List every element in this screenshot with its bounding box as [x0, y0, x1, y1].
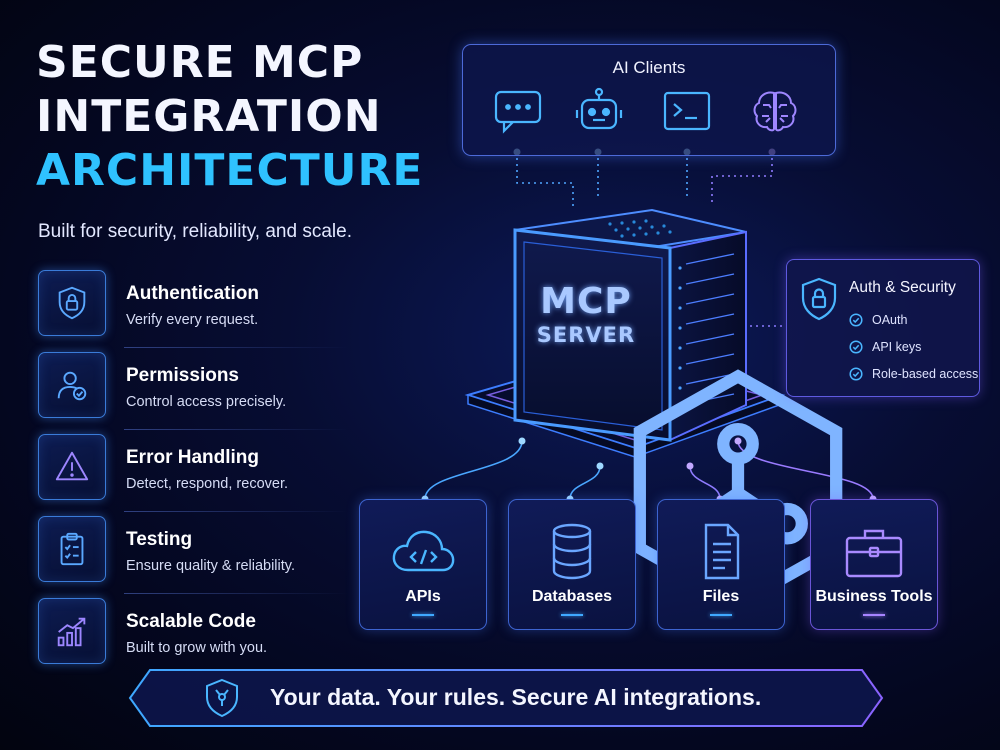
feature-title: Permissions: [126, 365, 239, 386]
title-line-2: INTEGRATION: [36, 91, 382, 142]
feature-authentication: Authentication Verify every request.: [38, 270, 348, 352]
shield-lock-icon: [38, 270, 106, 336]
accent-underline: [863, 614, 885, 616]
resource-databases: Databases: [508, 499, 636, 630]
divider: [124, 511, 348, 512]
feature-desc: Verify every request.: [126, 312, 259, 328]
feature-permissions: Permissions Control access precisely.: [38, 352, 348, 434]
auth-item-label: API keys: [872, 340, 922, 354]
document-icon: [704, 523, 740, 580]
divider: [124, 593, 348, 594]
tagline-banner: Your data. Your rules. Secure AI integra…: [128, 668, 884, 728]
page-title: SECURE MCP INTEGRATION ARCHITECTURE: [36, 36, 446, 198]
feature-title: Scalable Code: [126, 611, 256, 632]
resource-label: Files: [702, 588, 740, 605]
chat-bubble-icon: [494, 90, 542, 134]
ai-clients-panel: AI Clients: [462, 44, 836, 156]
check-circle-icon: [849, 340, 863, 354]
feature-scalable-code: Scalable Code Built to grow with you.: [38, 598, 338, 680]
accent-underline: [412, 614, 434, 616]
accent-underline: [561, 614, 583, 616]
server-label-line-2: SERVER: [536, 323, 636, 347]
feature-title: Error Handling: [126, 447, 260, 468]
resource-business-tools: Business Tools: [810, 499, 938, 630]
auth-title: Auth & Security: [849, 279, 956, 296]
feature-desc: Ensure quality & reliability.: [126, 558, 295, 574]
shield-lock-icon: [801, 277, 837, 321]
resource-files: Files: [657, 499, 785, 630]
cloud-code-icon: [392, 530, 455, 572]
mcp-server: MCP SERVER: [440, 190, 843, 611]
briefcase-icon: [845, 529, 903, 578]
resource-label: Databases: [531, 588, 613, 605]
shield-node-icon: [206, 678, 238, 718]
growth-chart-icon: [38, 598, 106, 664]
feature-desc: Detect, respond, recover.: [126, 476, 288, 492]
database-icon: [552, 523, 592, 580]
feature-title: Testing: [126, 529, 193, 550]
feature-list: Authentication Verify every request. Per…: [38, 270, 348, 680]
terminal-icon: [663, 91, 711, 131]
auth-item-label: OAuth: [872, 313, 908, 327]
title-line-1: SECURE MCP: [36, 37, 364, 88]
feature-desc: Control access precisely.: [126, 394, 287, 410]
robot-icon: [575, 87, 623, 130]
ai-clients-title: AI Clients: [612, 58, 686, 77]
server-label-line-1: MCP: [540, 281, 632, 322]
title-line-3: ARCHITECTURE: [36, 145, 424, 196]
check-circle-icon: [849, 313, 863, 327]
feature-error-handling: Error Handling Detect, respond, recover.: [38, 434, 348, 516]
banner-text: Your data. Your rules. Secure AI integra…: [270, 684, 762, 710]
divider: [124, 429, 348, 430]
feature-testing: Testing Ensure quality & reliability.: [38, 516, 348, 598]
auth-security-panel: Auth & Security OAuth API keys Role-base…: [786, 259, 980, 397]
auth-item-api-keys: API keys: [849, 340, 921, 354]
resource-label: APIs: [405, 588, 441, 605]
user-check-icon: [38, 352, 106, 418]
accent-underline: [710, 614, 732, 616]
subtitle: Built for security, reliability, and sca…: [38, 221, 352, 242]
auth-item-label: Role-based access: [872, 367, 979, 381]
feature-desc: Built to grow with you.: [126, 640, 268, 656]
brain-icon: [753, 91, 797, 132]
feature-title: Authentication: [126, 283, 259, 304]
banner-frame: [128, 669, 884, 727]
resource-apis: APIs: [359, 499, 487, 630]
auth-item-oauth: OAuth: [849, 313, 907, 327]
check-circle-icon: [849, 367, 863, 381]
divider: [124, 347, 348, 348]
warning-icon: [38, 434, 106, 500]
auth-item-role-based-access: Role-based access: [849, 367, 978, 381]
server-label: MCP SERVER: [530, 282, 642, 348]
resource-label: Business Tools: [815, 588, 933, 605]
clipboard-check-icon: [38, 516, 106, 582]
